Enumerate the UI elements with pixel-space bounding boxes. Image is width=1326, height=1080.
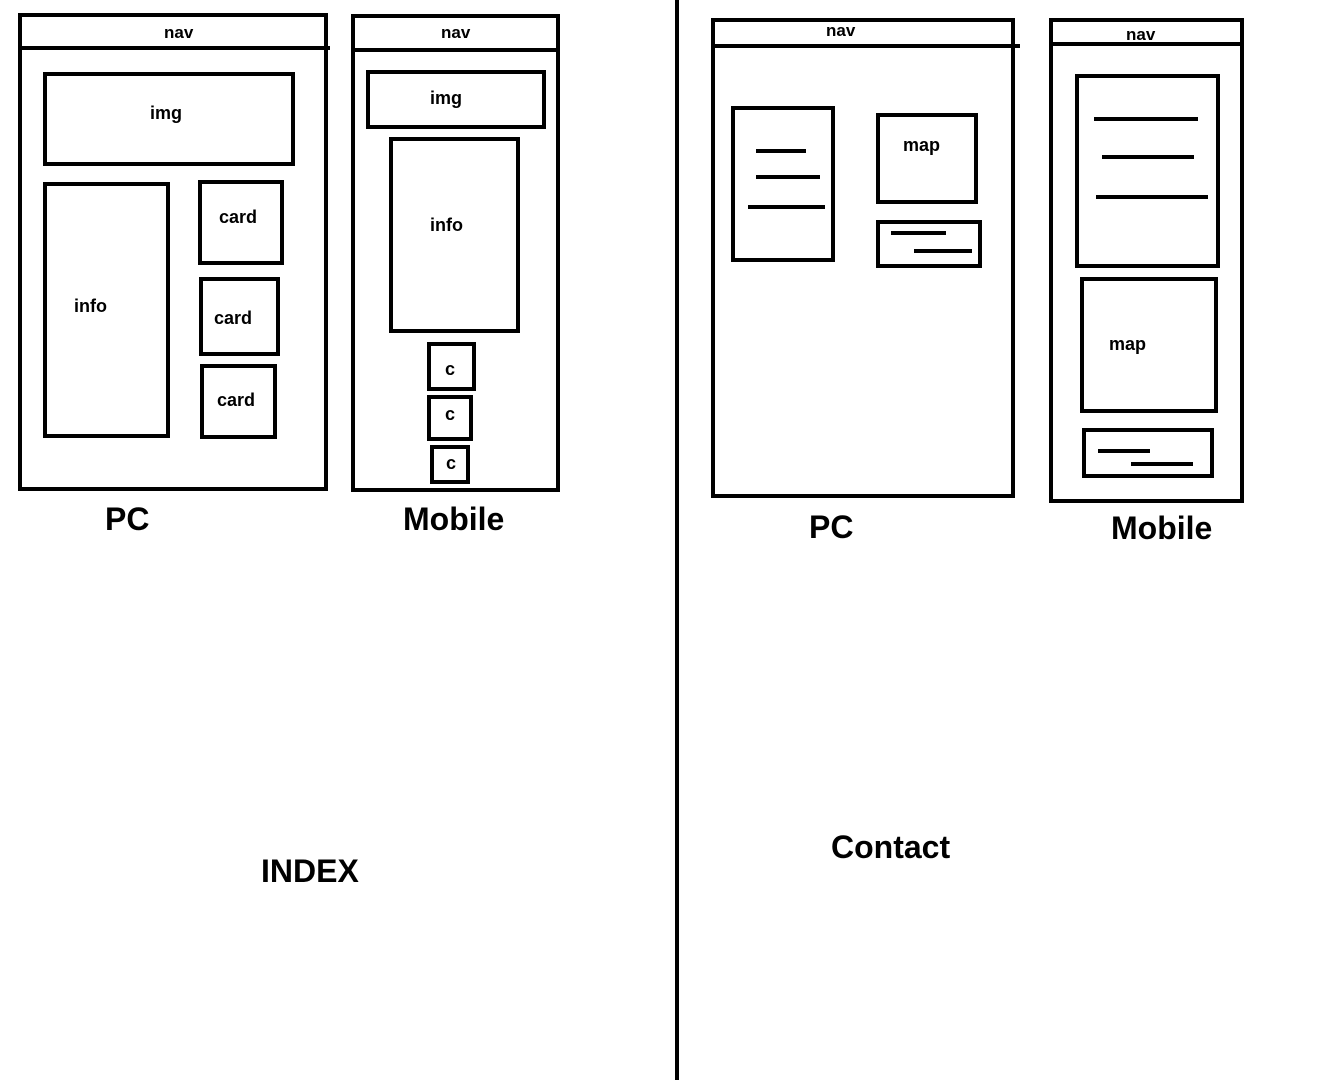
contact-pc-map-block bbox=[876, 113, 978, 204]
index-pc-img-label: img bbox=[150, 103, 183, 123]
contact-pc-text-line-2 bbox=[756, 175, 820, 179]
index-mobile-img-block bbox=[366, 70, 546, 129]
index-mobile-card-2-label: c bbox=[445, 404, 456, 424]
index-pc-frame bbox=[18, 13, 328, 491]
index-pc-img-block bbox=[43, 72, 295, 166]
index-mobile-frame bbox=[351, 14, 560, 492]
contact-mobile-form-line-1 bbox=[1098, 449, 1150, 453]
index-pc-card-2-label: card bbox=[214, 308, 253, 328]
contact-mobile-form-line-2 bbox=[1131, 462, 1193, 466]
index-pc-card-2 bbox=[199, 277, 280, 356]
index-pc-card-1-label: card bbox=[219, 207, 258, 227]
contact-mobile-text-line-1 bbox=[1094, 117, 1198, 121]
contact-pc-text-line-3 bbox=[748, 205, 825, 209]
contact-mobile-text-line-3 bbox=[1096, 195, 1208, 199]
contact-mobile-nav-label: nav bbox=[1126, 25, 1156, 44]
index-mobile-card-3-label: c bbox=[446, 453, 457, 473]
section-divider bbox=[675, 0, 679, 1080]
index-mobile-card-1 bbox=[427, 342, 476, 391]
contact-pc-frame bbox=[711, 18, 1015, 498]
contact-pc-nav-label: nav bbox=[826, 21, 856, 40]
index-pc-card-1 bbox=[198, 180, 284, 265]
index-pc-info-label: info bbox=[74, 296, 107, 316]
index-mobile-nav-label: nav bbox=[441, 23, 471, 42]
index-pc-nav-divider bbox=[18, 46, 330, 50]
contact-mobile-map-label: map bbox=[1109, 334, 1147, 354]
index-mobile-card-2 bbox=[427, 395, 473, 441]
contact-section-title: Contact bbox=[831, 829, 951, 865]
index-section-title: INDEX bbox=[261, 853, 359, 889]
index-mobile-info-label: info bbox=[430, 215, 463, 235]
contact-pc-form-line-2 bbox=[914, 249, 972, 253]
index-pc-info-block bbox=[43, 182, 170, 438]
contact-pc-map-label: map bbox=[903, 135, 941, 155]
contact-mobile-text-line-2 bbox=[1102, 155, 1194, 159]
contact-pc-text-block bbox=[731, 106, 835, 262]
index-mobile-img-label: img bbox=[430, 88, 463, 108]
contact-pc-text-line-1 bbox=[756, 149, 806, 153]
contact-mobile-form-block bbox=[1082, 428, 1214, 478]
contact-mobile-caption: Mobile bbox=[1111, 510, 1213, 546]
index-mobile-nav-divider bbox=[351, 48, 560, 52]
index-mobile-card-3 bbox=[430, 445, 470, 484]
contact-pc-caption: PC bbox=[809, 509, 854, 545]
index-mobile-info-block bbox=[389, 137, 520, 333]
index-mobile-card-1-label: c bbox=[445, 359, 456, 379]
index-pc-card-3-label: card bbox=[217, 390, 256, 410]
contact-mobile-nav-divider bbox=[1049, 42, 1244, 46]
contact-mobile-text-block bbox=[1075, 74, 1220, 268]
contact-mobile-frame bbox=[1049, 18, 1244, 503]
contact-pc-nav-divider bbox=[711, 44, 1020, 48]
index-mobile-caption: Mobile bbox=[403, 501, 505, 537]
index-pc-caption: PC bbox=[105, 501, 150, 537]
contact-mobile-map-block bbox=[1080, 277, 1218, 413]
contact-pc-form-line-1 bbox=[891, 231, 946, 235]
contact-pc-form-block bbox=[876, 220, 982, 268]
index-pc-nav-label: nav bbox=[164, 23, 194, 42]
index-pc-card-3 bbox=[200, 364, 277, 439]
